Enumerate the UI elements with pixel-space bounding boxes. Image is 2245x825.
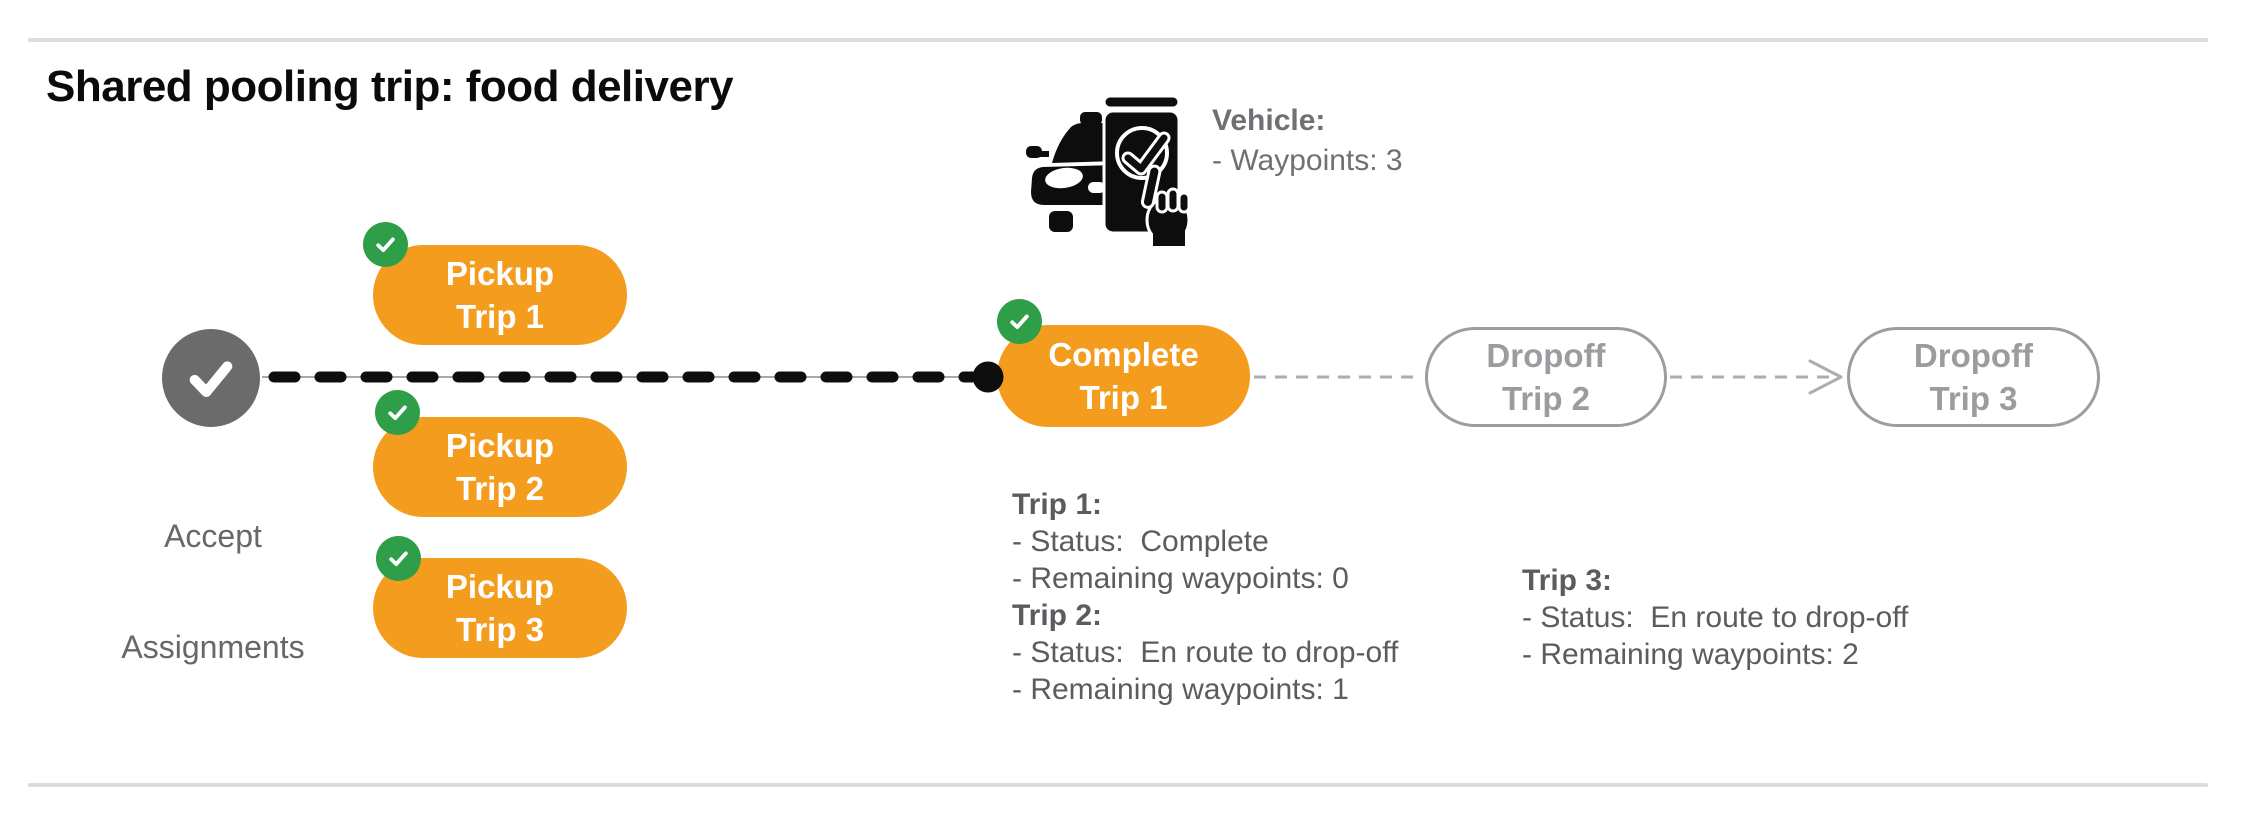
trip-2-heading: Trip 2: (1012, 599, 1103, 632)
trip-3-status: - Status: En route to drop-off (1522, 601, 1909, 634)
vehicle-info: Vehicle: - Waypoints: 3 (1212, 101, 1403, 181)
accept-assignments-label: Accept Assignments (121, 518, 305, 665)
status-block-trips-1-2: Trip 1: - Status: Complete - Remaining w… (1012, 486, 1398, 708)
top-divider (28, 38, 2208, 42)
vehicle-phone-check-icon (1026, 96, 1190, 246)
bottom-divider (28, 783, 2208, 787)
status-block-trip-3: Trip 3: - Status: En route to drop-off -… (1522, 562, 1908, 673)
vehicle-waypoints: - Waypoints: 3 (1212, 144, 1403, 177)
trip-1-waypoints: - Remaining waypoints: 0 (1012, 562, 1349, 595)
trip-2-waypoints: - Remaining waypoints: 1 (1012, 673, 1349, 706)
completed-check-badge-pickup-2 (375, 390, 420, 435)
check-icon (1010, 314, 1029, 330)
node-dropoff-trip-3: Dropoff Trip 3 (1847, 327, 2100, 427)
check-icon (389, 551, 408, 567)
check-icon (388, 405, 407, 421)
check-icon (189, 361, 233, 398)
node-dropoff-trip-2: Dropoff Trip 2 (1425, 327, 1667, 427)
vehicle-label: Vehicle: (1212, 104, 1326, 137)
trip-3-heading: Trip 3: (1522, 564, 1613, 597)
completed-check-badge-pickup-3 (376, 536, 421, 581)
trip-3-waypoints: - Remaining waypoints: 2 (1522, 638, 1859, 671)
completed-check-badge-complete-1 (997, 299, 1042, 344)
trip-1-status: - Status: Complete (1012, 525, 1269, 558)
node-pickup-trip-3: Pickup Trip 3 (373, 558, 627, 658)
node-pickup-trip-1: Pickup Trip 1 (373, 245, 627, 345)
page-title: Shared pooling trip: food delivery (46, 62, 734, 111)
check-icon (376, 237, 395, 253)
trip-1-heading: Trip 1: (1012, 488, 1103, 521)
accept-assignments-node (162, 329, 260, 427)
completed-check-badge-pickup-1 (363, 222, 408, 267)
node-complete-trip-1: Complete Trip 1 (997, 325, 1250, 427)
arrow-head-icon (1808, 359, 1843, 395)
trip-2-status: - Status: En route to drop-off (1012, 636, 1399, 669)
node-pickup-trip-2: Pickup Trip 2 (373, 417, 627, 517)
